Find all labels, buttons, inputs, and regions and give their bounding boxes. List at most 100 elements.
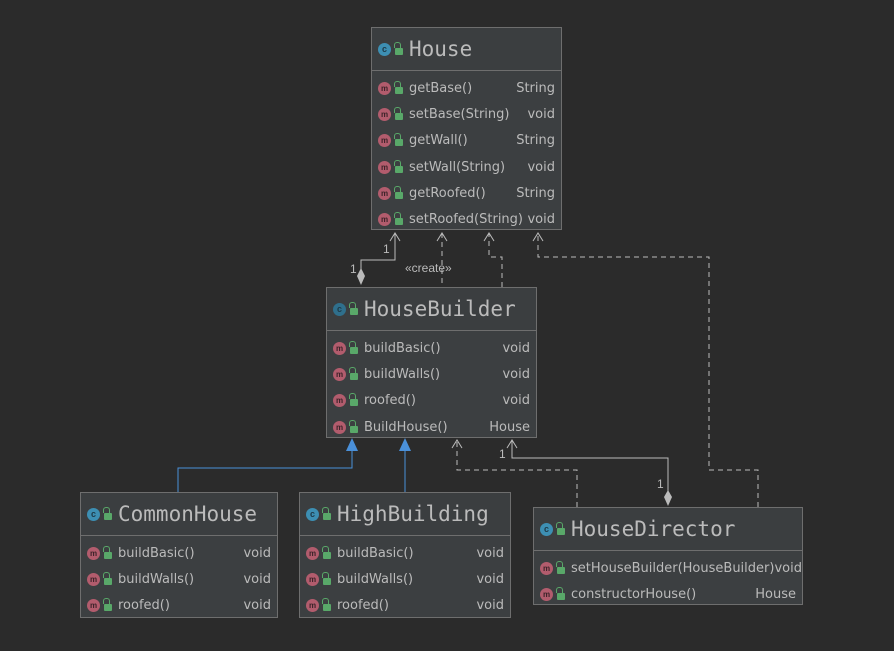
method-row[interactable]: m roofed() void (81, 593, 277, 619)
dependency-line (537, 233, 759, 507)
method-row[interactable]: m roofed() void (327, 388, 536, 414)
method-name: setHouseBuilder(HouseBuilder) (571, 560, 775, 576)
class-header: c CommonHouse (81, 493, 277, 536)
public-visibility-icon (322, 506, 331, 520)
multiplicity-label: 1 (383, 242, 390, 256)
method-name: getRoofed() (409, 185, 486, 201)
method-row[interactable]: m getWall() String (372, 128, 561, 154)
method-type: void (502, 393, 530, 409)
method-name: roofed() (364, 393, 416, 409)
arrow-head (436, 232, 448, 242)
public-visibility-icon (103, 571, 112, 585)
method-type: void (476, 598, 504, 614)
method-name: buildBasic() (337, 545, 414, 561)
method-icon: m (306, 572, 319, 586)
method-icon: m (378, 134, 391, 148)
composition-diamond (357, 268, 365, 285)
method-name: setRoofed(String) (409, 212, 523, 228)
method-icon: m (87, 599, 100, 613)
method-name: getWall() (409, 133, 468, 149)
method-type: String (516, 133, 555, 149)
create-stereotype-label: «create» (405, 261, 452, 275)
method-icon: m (378, 186, 391, 200)
composition-diamond (664, 490, 672, 506)
method-type: void (774, 560, 802, 576)
public-visibility-icon (556, 586, 565, 600)
public-visibility-icon (103, 545, 112, 559)
class-high-building[interactable]: c HighBuilding m buildBasic() void m buildW… (299, 492, 511, 618)
class-header: c HouseBuilder (327, 288, 536, 331)
method-icon: m (306, 599, 319, 613)
method-type: House (489, 419, 530, 435)
method-name: roofed() (337, 598, 389, 614)
public-visibility-icon (349, 301, 358, 315)
public-visibility-icon (349, 366, 358, 380)
public-visibility-icon (349, 419, 358, 433)
method-icon: m (87, 546, 100, 560)
method-type: String (516, 80, 555, 96)
method-row[interactable]: m buildWalls() void (300, 566, 510, 592)
class-icon: c (87, 507, 100, 521)
method-type: void (527, 106, 555, 122)
method-icon: m (306, 546, 319, 560)
abstract-class-icon: c (333, 302, 346, 316)
method-type: String (516, 185, 555, 201)
method-icon: m (333, 341, 346, 355)
class-name: HouseDirector (571, 517, 736, 541)
method-type: void (243, 598, 271, 614)
public-visibility-icon (394, 212, 403, 226)
public-visibility-icon (103, 506, 112, 520)
inheritance-arrow (399, 438, 411, 451)
public-visibility-icon (103, 598, 112, 612)
public-visibility-icon (394, 133, 403, 147)
dependency-line (456, 440, 578, 507)
public-visibility-icon (556, 560, 565, 574)
public-visibility-icon (322, 545, 331, 559)
method-icon: m (378, 81, 391, 95)
method-type: void (476, 571, 504, 587)
class-icon: c (306, 507, 319, 521)
method-row[interactable]: m getRoofed() String (372, 180, 561, 206)
inheritance-arrow (346, 438, 358, 451)
method-type: House (755, 586, 796, 602)
multiplicity-label: 1 (350, 262, 357, 276)
method-icon: m (333, 367, 346, 381)
public-visibility-icon (349, 393, 358, 407)
arrow-head (483, 232, 495, 242)
public-visibility-icon (394, 80, 403, 94)
class-icon: c (540, 522, 553, 536)
method-name: roofed() (118, 598, 170, 614)
method-row[interactable]: m roofed() void (300, 593, 510, 619)
method-icon: m (333, 394, 346, 408)
class-icon: c (378, 42, 391, 56)
class-name: CommonHouse (118, 502, 258, 526)
public-visibility-icon (394, 159, 403, 173)
public-visibility-icon (322, 598, 331, 612)
method-name: buildWalls() (337, 571, 414, 587)
class-header: c HighBuilding (300, 493, 510, 536)
method-name: buildWalls() (118, 571, 195, 587)
method-icon: m (378, 160, 391, 174)
method-type: void (527, 159, 555, 175)
class-header: c House (372, 28, 561, 71)
method-name: constructorHouse() (571, 586, 697, 602)
arrow-head (532, 232, 544, 242)
public-visibility-icon (322, 571, 331, 585)
method-icon: m (378, 107, 391, 121)
